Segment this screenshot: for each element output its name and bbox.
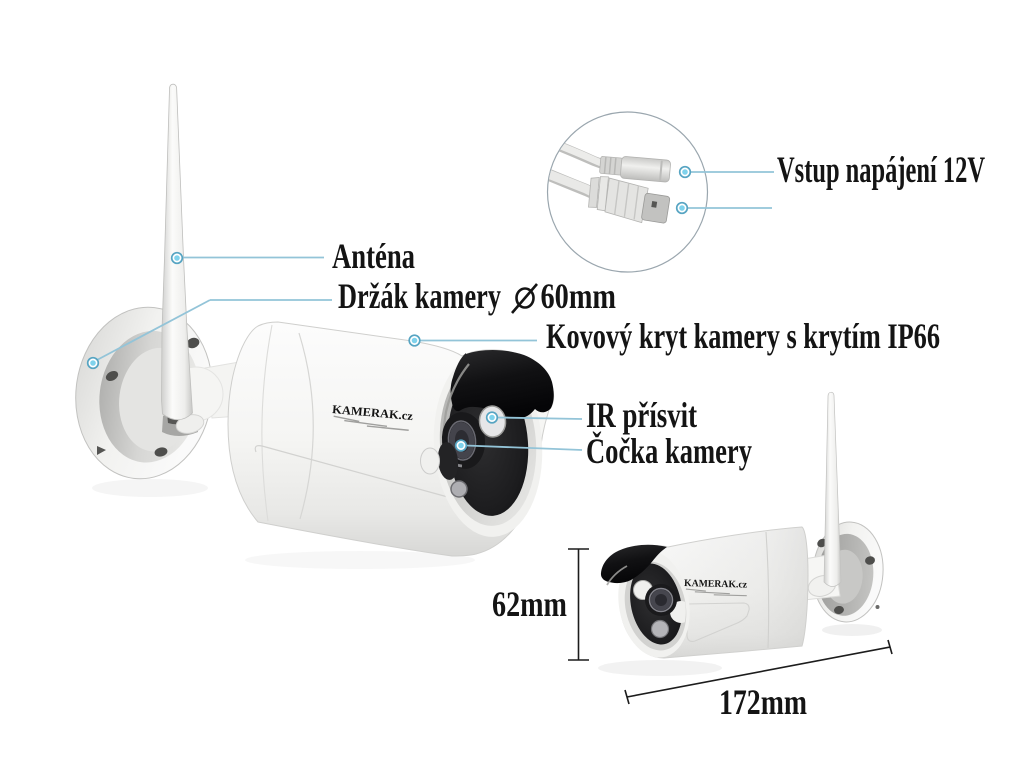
svg-text:60mm: 60mm (541, 276, 617, 316)
svg-text:Vstup napájení 12V: Vstup napájení 12V (777, 150, 985, 191)
svg-text:KAMERAK.cz: KAMERAK.cz (684, 578, 748, 591)
svg-text:IR přísvit: IR přísvit (586, 395, 697, 435)
svg-text:Čočka kamery: Čočka kamery (586, 431, 752, 471)
svg-text:Držák kamery: Držák kamery (338, 276, 501, 316)
svg-text:Anténa: Anténa (332, 236, 415, 276)
svg-text:Kovový kryt kamery s krytím IP: Kovový kryt kamery s krytím IP66 (546, 316, 940, 356)
svg-text:172mm: 172mm (719, 682, 807, 722)
svg-text:62mm: 62mm (492, 584, 567, 624)
